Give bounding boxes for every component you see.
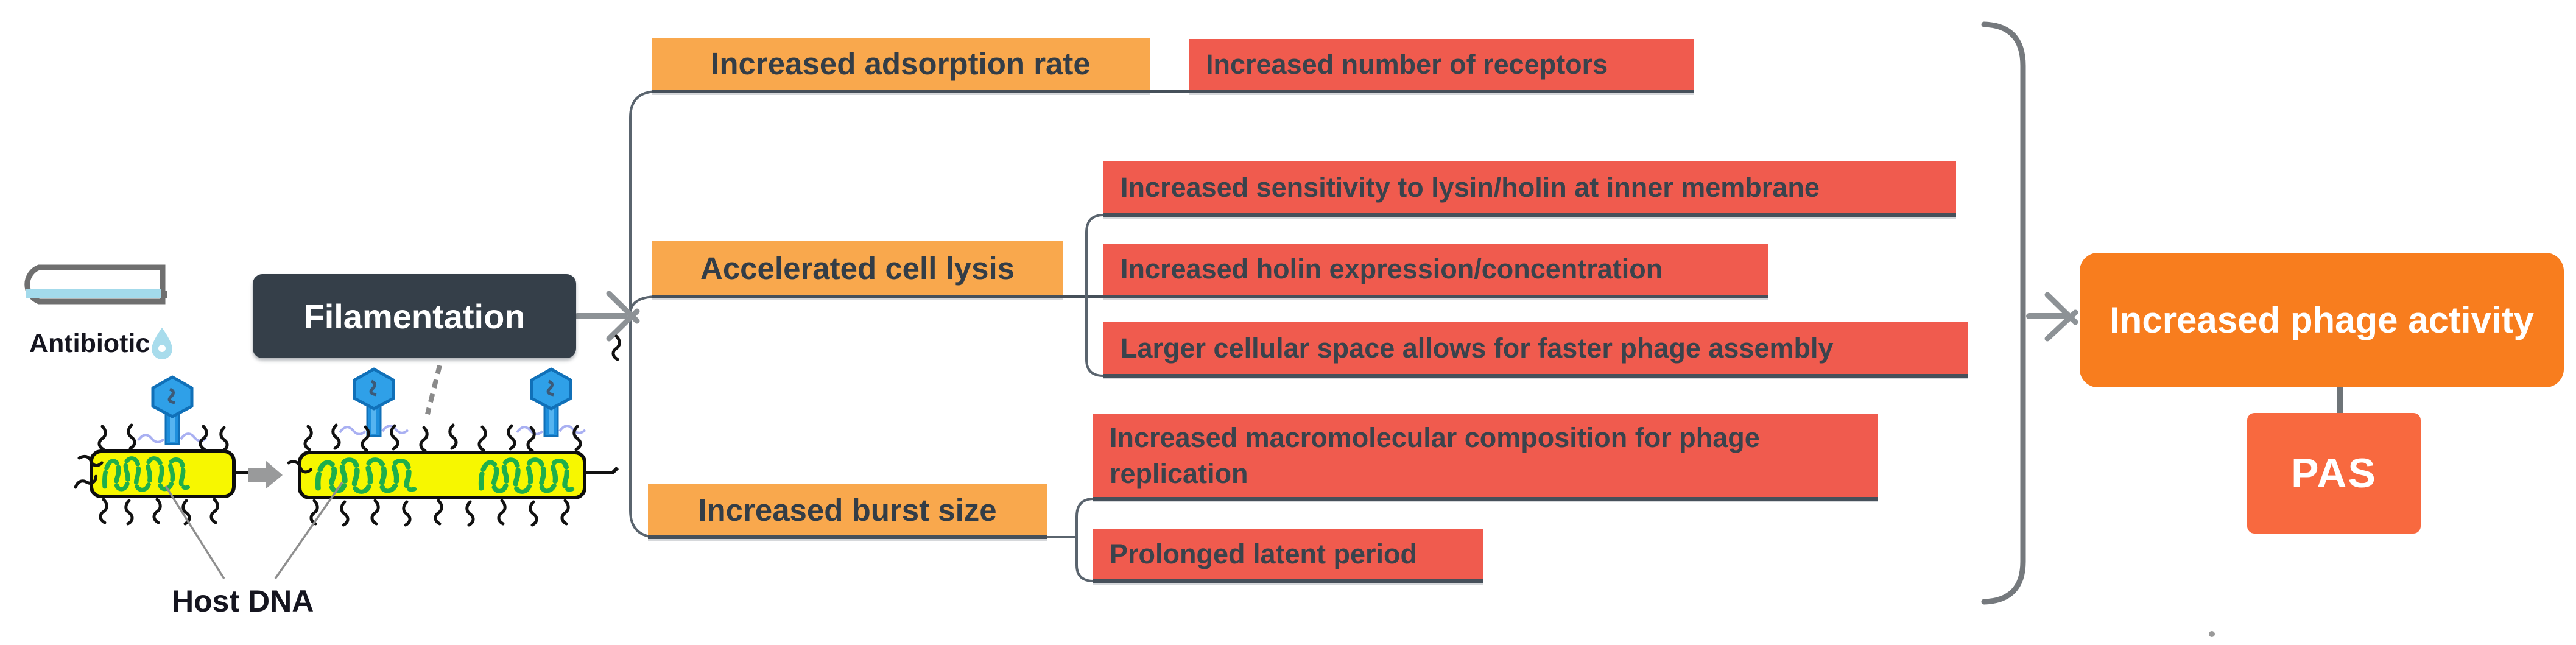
phage-icon [138,377,206,444]
branch-cell-lysis: Accelerated cell lysis [652,241,1063,298]
trunk-line [629,90,1077,538]
branch-label: Increased burst size [698,492,997,527]
result-node-pas: PAS [2247,413,2421,534]
detail-macromolecular: Increased macromolecular composition for… [1093,414,1878,501]
root-node-filamentation: Filamentation [253,274,576,358]
host-dna-label: Host DNA [172,584,314,618]
outcome-node-phage-activity: Increased phage activity [2080,253,2564,387]
host-dna-pointer-lines [164,482,343,579]
collector-bracket [1981,21,2026,605]
detail-latent-period: Prolonged latent period [1093,529,1483,583]
detail-label: Increased number of receptors [1206,48,1608,80]
detail-label: Prolonged latent period [1110,538,1418,569]
phage-icon [517,369,585,436]
detail-label: Larger cellular space allows for faster … [1121,332,1834,364]
stray-dot [2209,631,2215,637]
detail-label: Increased holin expression/concentration [1121,253,1663,285]
host-dna-squiggle [481,460,572,492]
detail-receptors: Increased number of receptors [1189,39,1694,93]
antibiotic-label: Antibiotic [29,329,150,358]
droplet-highlight [158,345,166,352]
result-label: PAS [2291,450,2377,496]
phage-icon [340,369,408,436]
pili [74,425,227,524]
filamentation-arrow-icon [574,291,640,342]
detail-lysin-sensitivity: Increased sensitivity to lysin/holin at … [1103,161,1956,217]
pili [287,336,619,525]
branch-burst-size: Increased burst size [648,484,1047,539]
host-dna-squiggle [318,460,414,492]
dashed-trace-icon [425,365,442,415]
host-dna-squiggle [105,459,188,490]
detail-label: Increased macromolecular composition for… [1110,421,1760,489]
outcome-label: Increased phage activity [2110,300,2534,340]
outcome-arrow-icon [2026,292,2078,342]
detail-holin-expression: Increased holin expression/concentration [1103,244,1768,298]
droplet-icon [152,328,172,359]
branch2-line [629,295,1768,315]
bacterium-long [298,451,619,499]
transform-arrow-icon [248,460,283,489]
branch-adsorption-rate: Increased adsorption rate [652,38,1150,93]
bacterium-short [90,449,268,498]
detail-label: Increased sensitivity to lysin/holin at … [1121,171,1820,203]
detail-cellular-space: Larger cellular space allows for faster … [1103,322,1968,378]
branch-label: Increased adsorption rate [711,46,1091,81]
test-tube-icon [24,264,167,305]
branch-label: Accelerated cell lysis [700,250,1015,286]
root-label: Filamentation [303,297,526,336]
